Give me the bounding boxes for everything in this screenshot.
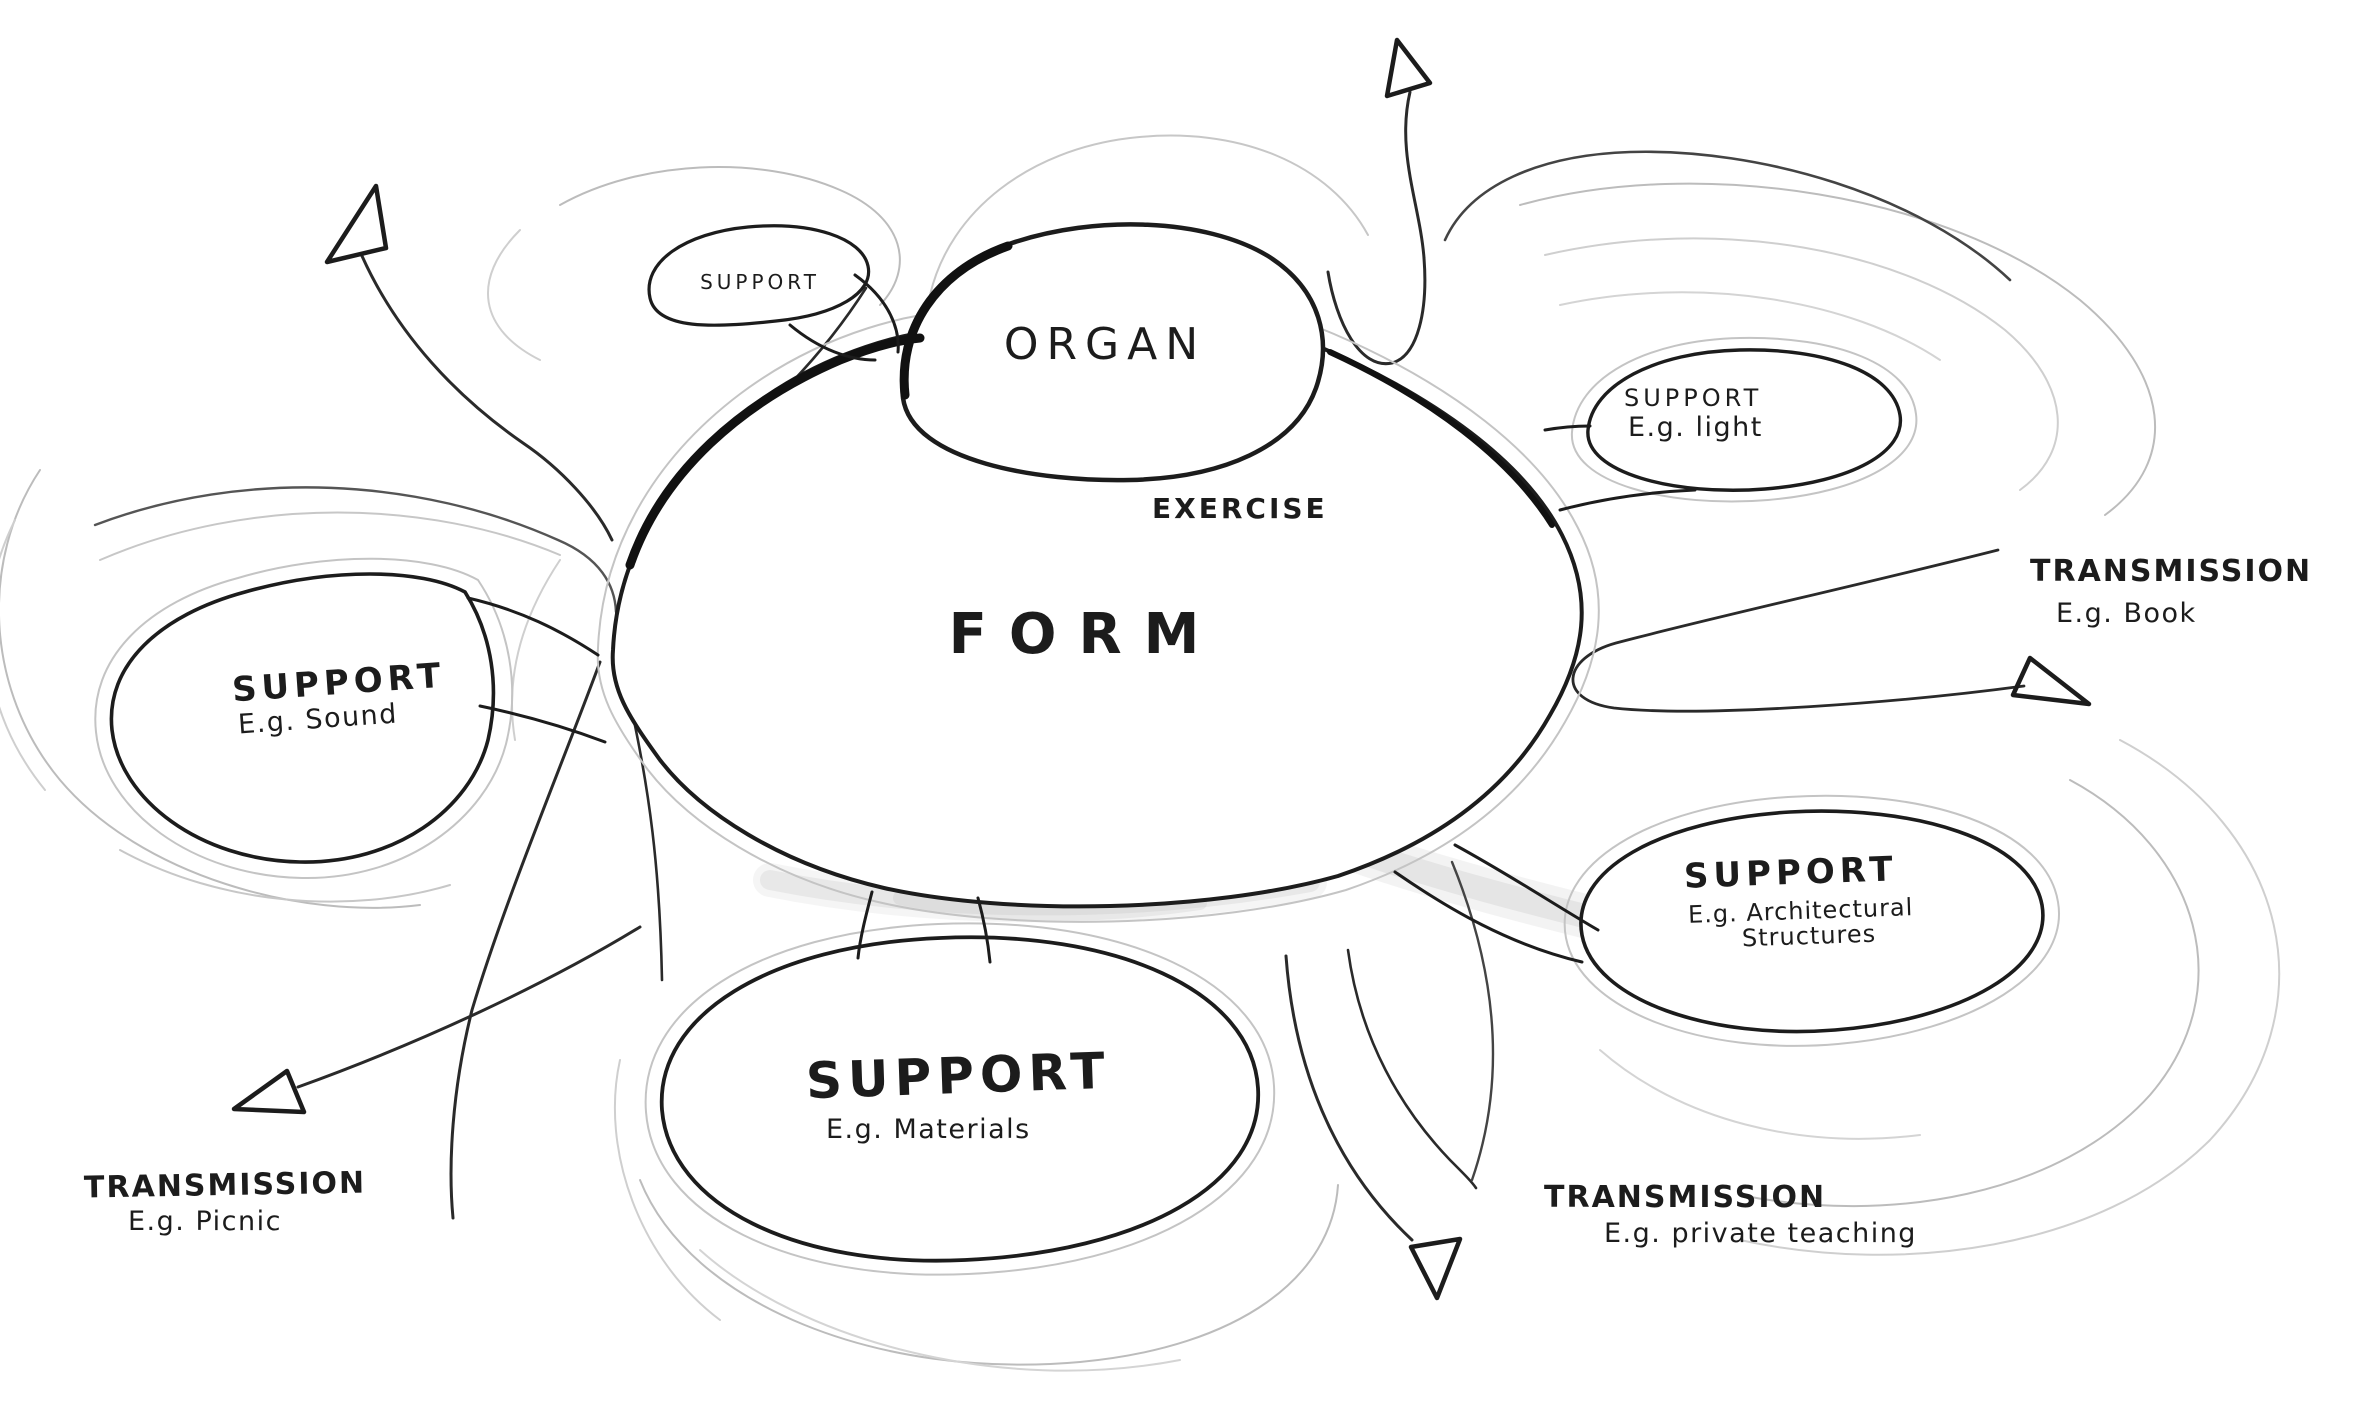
shading-stroke bbox=[893, 891, 1207, 921]
support-architecture-label: SUPPORT bbox=[1683, 849, 1899, 897]
exercise-label: EXERCISE bbox=[1152, 492, 1328, 525]
arrow-up-left-head bbox=[324, 183, 389, 265]
support-light-label: SUPPORT bbox=[1624, 384, 1763, 412]
form-label: FORM bbox=[948, 602, 1222, 667]
support-light-example: E.g. light bbox=[1628, 412, 1763, 443]
right-arrow-tail bbox=[1571, 548, 2026, 713]
form-blob-echo bbox=[596, 294, 1600, 923]
support-top-neck bbox=[853, 273, 900, 354]
support-top-neck bbox=[788, 323, 877, 362]
support-architecture-neck bbox=[1393, 870, 1584, 964]
pencil-arc bbox=[0, 469, 421, 909]
arrowheads bbox=[231, 37, 2092, 1301]
arrow-down-head bbox=[1408, 1236, 1463, 1301]
pencil-arc bbox=[0, 519, 46, 791]
support-sound-neck bbox=[478, 704, 607, 744]
pencil-arc bbox=[99, 511, 561, 561]
support-materials-neck bbox=[976, 896, 992, 964]
support-light-neck bbox=[1543, 424, 1592, 432]
bottom-left-arrow-tail bbox=[296, 925, 642, 1089]
organ-right-channel bbox=[1326, 256, 1427, 366]
pencil-arc bbox=[1544, 237, 2059, 491]
top-arrow-tail bbox=[1404, 90, 1426, 260]
support-architecture-blob-echo bbox=[1563, 794, 2061, 1047]
pencil-arc bbox=[699, 1249, 1181, 1372]
support-top-label: SUPPORT bbox=[700, 270, 820, 294]
light-top-sweep bbox=[1443, 150, 2012, 282]
transmission-private-example: E.g. private teaching bbox=[1604, 1218, 1917, 1249]
bottom-arrow-tail-right bbox=[1346, 948, 1478, 1190]
organ-label: ORGAN bbox=[1003, 319, 1207, 370]
support-materials-label: SUPPORT bbox=[805, 1041, 1112, 1111]
left-sweep-line bbox=[93, 486, 618, 614]
pencil-arc bbox=[1559, 291, 1941, 361]
form-top-right-accent bbox=[1327, 349, 1555, 528]
form-upper-left-accent bbox=[625, 333, 925, 570]
pencil-arc bbox=[1519, 182, 2157, 516]
support-materials-neck bbox=[856, 890, 874, 960]
pencil-arc bbox=[613, 1059, 721, 1321]
organ-left-accent bbox=[899, 241, 1013, 400]
upper-left-arrow-tail bbox=[360, 254, 614, 542]
pencil-arc bbox=[559, 166, 901, 306]
thick-accents bbox=[625, 241, 1555, 570]
arrow-up-head bbox=[1384, 37, 1433, 99]
bottom-arrow-tail-left bbox=[1284, 954, 1414, 1242]
support-sound-blob-echo bbox=[94, 557, 514, 880]
transmission-picnic-label: TRANSMISSION bbox=[83, 1165, 367, 1206]
arrow-down-left-head bbox=[231, 1068, 307, 1115]
support-materials-blob bbox=[659, 935, 1260, 1263]
pencil-arc bbox=[1739, 739, 2281, 1256]
support-light-blob-echo bbox=[1570, 336, 1918, 503]
support-architecture-example-line2: Structures bbox=[1741, 919, 1877, 953]
support-top-blob bbox=[647, 224, 871, 327]
transmission-book-example: E.g. Book bbox=[2056, 598, 2197, 629]
support-materials-example: E.g. Materials bbox=[826, 1114, 1031, 1145]
support-architecture-neck bbox=[1453, 843, 1600, 932]
support-sound-blob bbox=[109, 572, 496, 864]
pencil-arc bbox=[511, 559, 561, 741]
left-channel-line-1 bbox=[449, 660, 602, 1220]
support-sound-neck bbox=[466, 596, 600, 657]
transmission-book-label: TRANSMISSION bbox=[2030, 554, 2313, 589]
pencil-arc bbox=[119, 849, 451, 903]
transmission-picnic-example: E.g. Picnic bbox=[128, 1206, 282, 1237]
pencil-arc bbox=[1599, 1049, 1921, 1140]
pencil-arc bbox=[929, 134, 1369, 296]
bottom-right-long-sweep bbox=[1450, 860, 1495, 1182]
pencil-arc bbox=[639, 1179, 1339, 1366]
flow-lines bbox=[93, 90, 2026, 1242]
pencil-arc bbox=[1739, 779, 2200, 1208]
support-light-neck bbox=[1558, 488, 1697, 512]
necks bbox=[466, 273, 1697, 964]
arrow-right-head bbox=[2010, 655, 2092, 707]
support-architecture-blob bbox=[1579, 809, 2045, 1034]
support-materials-blob-echo bbox=[644, 922, 1276, 1276]
pencil-arc bbox=[486, 229, 541, 361]
support-light-blob bbox=[1586, 348, 1903, 492]
blobs bbox=[94, 222, 2061, 1276]
transmission-private-label: TRANSMISSION bbox=[1544, 1180, 1827, 1215]
